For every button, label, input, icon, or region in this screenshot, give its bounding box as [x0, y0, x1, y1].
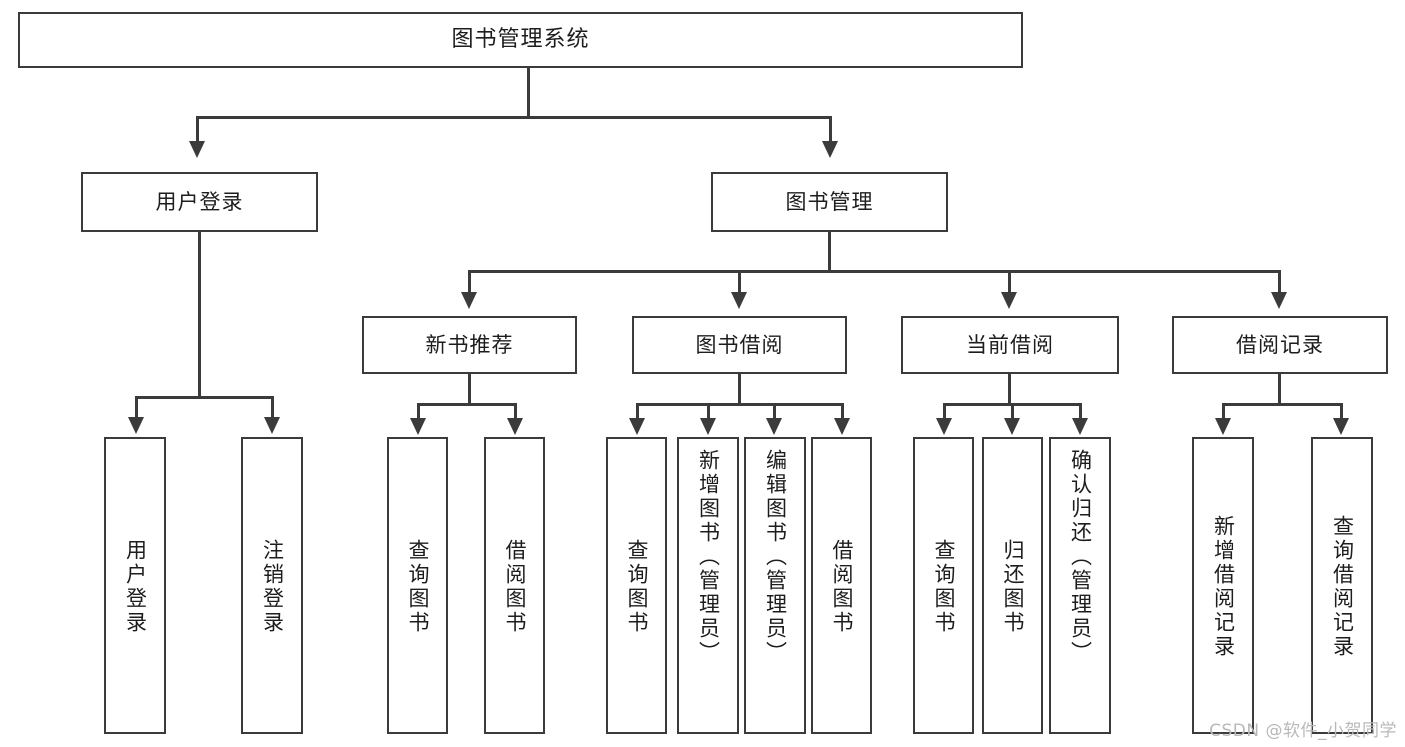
arrowhead-leaf-add-record: [1215, 418, 1231, 435]
connector-level2-bus: [196, 116, 831, 119]
node-leaf-query-book-2[interactable]: 查询图书: [606, 437, 667, 734]
node-leaf-confirm-return[interactable]: 确认归还（管理员）: [1049, 437, 1111, 734]
connector-borrow-record-drop-1: [1222, 403, 1225, 420]
node-leaf-borrow-book-1[interactable]: 借阅图书: [484, 437, 545, 734]
arrowhead-to-current-borrow: [1001, 292, 1017, 309]
node-leaf-add-record[interactable]: 新增借阅记录: [1192, 437, 1254, 734]
node-leaf-borrow-book-2-label: 借阅图书: [830, 538, 854, 635]
node-leaf-borrow-book-2[interactable]: 借阅图书: [811, 437, 872, 734]
node-leaf-logout-login-label: 注销登录: [260, 538, 285, 635]
arrowhead-to-book-manage: [822, 141, 838, 158]
connector-new-book-drop-2: [514, 403, 517, 420]
connector-root-stem: [527, 68, 530, 118]
arrowhead-leaf-user-login: [128, 417, 144, 434]
node-book-borrow[interactable]: 图书借阅: [632, 316, 847, 374]
arrowhead-to-book-borrow: [731, 292, 747, 309]
connector-borrow-record-stem: [1278, 374, 1281, 405]
arrowhead-leaf-add-book: [700, 418, 716, 435]
connector-to-borrow-record: [1278, 270, 1281, 294]
node-leaf-add-book[interactable]: 新增图书（管理员）: [677, 437, 739, 734]
node-new-book-recommend-label: 新书推荐: [425, 332, 514, 357]
node-leaf-query-record-label: 查询借阅记录: [1330, 514, 1355, 659]
node-leaf-user-login[interactable]: 用户登录: [104, 437, 166, 734]
node-leaf-add-record-label: 新增借阅记录: [1211, 514, 1236, 659]
connector-current-borrow-stem: [1008, 374, 1011, 405]
node-leaf-query-book-1[interactable]: 查询图书: [387, 437, 448, 734]
node-book-borrow-label: 图书借阅: [695, 332, 784, 357]
node-leaf-add-book-label: 新增图书（管理员）: [696, 449, 721, 665]
node-borrow-record[interactable]: 借阅记录: [1172, 316, 1388, 374]
node-new-book-recommend[interactable]: 新书推荐: [362, 316, 577, 374]
node-borrow-record-label: 借阅记录: [1236, 332, 1324, 357]
connector-book-manage-stem: [828, 232, 831, 272]
arrowhead-to-borrow-record: [1271, 292, 1287, 309]
connector-book-borrow-drop-3: [773, 403, 776, 420]
arrowhead-leaf-edit-book: [766, 418, 782, 435]
arrowhead-leaf-query-book-2: [629, 418, 645, 435]
node-leaf-confirm-return-label: 确认归还（管理员）: [1068, 449, 1093, 665]
connector-current-borrow-drop-2: [1011, 403, 1014, 420]
arrowhead-leaf-query-record: [1333, 418, 1349, 435]
connector-user-login-bus: [135, 396, 272, 399]
arrowhead-leaf-query-book-1: [410, 418, 426, 435]
arrowhead-to-new-book-recommend: [461, 292, 477, 309]
csdn-watermark: CSDN @软件_小贺同学: [1209, 721, 1397, 741]
connector-new-book-bus: [417, 403, 517, 406]
node-book-manage[interactable]: 图书管理: [711, 172, 948, 232]
connector-current-borrow-drop-1: [943, 403, 946, 420]
connector-to-user-login: [196, 116, 199, 143]
node-leaf-logout-login[interactable]: 注销登录: [241, 437, 303, 734]
node-leaf-edit-book-label: 编辑图书（管理员）: [763, 449, 788, 665]
connector-new-book-drop-1: [417, 403, 420, 420]
arrowhead-leaf-borrow-book-2: [834, 418, 850, 435]
connector-borrow-record-drop-2: [1340, 403, 1343, 420]
node-leaf-query-book-2-label: 查询图书: [625, 538, 649, 635]
node-leaf-query-record[interactable]: 查询借阅记录: [1311, 437, 1373, 734]
connector-book-borrow-drop-1: [636, 403, 639, 420]
node-current-borrow[interactable]: 当前借阅: [901, 316, 1119, 374]
node-root-system-label: 图书管理系统: [451, 27, 590, 53]
connector-to-current-borrow: [1008, 270, 1011, 294]
node-leaf-return-book[interactable]: 归还图书: [982, 437, 1043, 734]
connector-book-borrow-stem: [738, 374, 741, 405]
connector-book-borrow-drop-4: [841, 403, 844, 420]
connector-user-login-drop-1: [135, 396, 138, 419]
connector-new-book-stem: [468, 374, 471, 405]
node-leaf-edit-book[interactable]: 编辑图书（管理员）: [744, 437, 806, 734]
connector-user-login-drop-2: [271, 396, 274, 419]
node-leaf-borrow-book-1-label: 借阅图书: [503, 538, 527, 635]
arrowhead-leaf-borrow-book-1: [507, 418, 523, 435]
connector-user-login-stem: [198, 232, 201, 398]
arrowhead-to-user-login: [189, 141, 205, 158]
connector-to-new-book-recommend: [468, 270, 471, 294]
connector-borrow-record-bus: [1222, 403, 1341, 406]
node-leaf-return-book-label: 归还图书: [1001, 538, 1025, 635]
node-leaf-query-book-3[interactable]: 查询图书: [913, 437, 974, 734]
connector-book-borrow-bus: [636, 403, 843, 406]
arrowhead-leaf-logout-login: [264, 417, 280, 434]
node-leaf-user-login-label: 用户登录: [123, 538, 148, 635]
connector-book-borrow-drop-2: [707, 403, 710, 420]
connector-to-book-borrow: [738, 270, 741, 294]
node-leaf-query-book-3-label: 查询图书: [932, 538, 956, 635]
connector-to-book-manage: [829, 116, 832, 143]
arrowhead-leaf-query-book-3: [936, 418, 952, 435]
node-user-login[interactable]: 用户登录: [81, 172, 318, 232]
connector-current-borrow-drop-3: [1079, 403, 1082, 420]
arrowhead-leaf-confirm-return: [1072, 418, 1088, 435]
connector-level3-bus: [468, 270, 1280, 273]
node-root-system[interactable]: 图书管理系统: [18, 12, 1023, 68]
node-user-login-label: 用户登录: [155, 189, 244, 214]
node-book-manage-label: 图书管理: [785, 189, 874, 214]
arrowhead-leaf-return-book: [1004, 418, 1020, 435]
node-current-borrow-label: 当前借阅: [966, 332, 1054, 357]
node-leaf-query-book-1-label: 查询图书: [406, 538, 430, 635]
